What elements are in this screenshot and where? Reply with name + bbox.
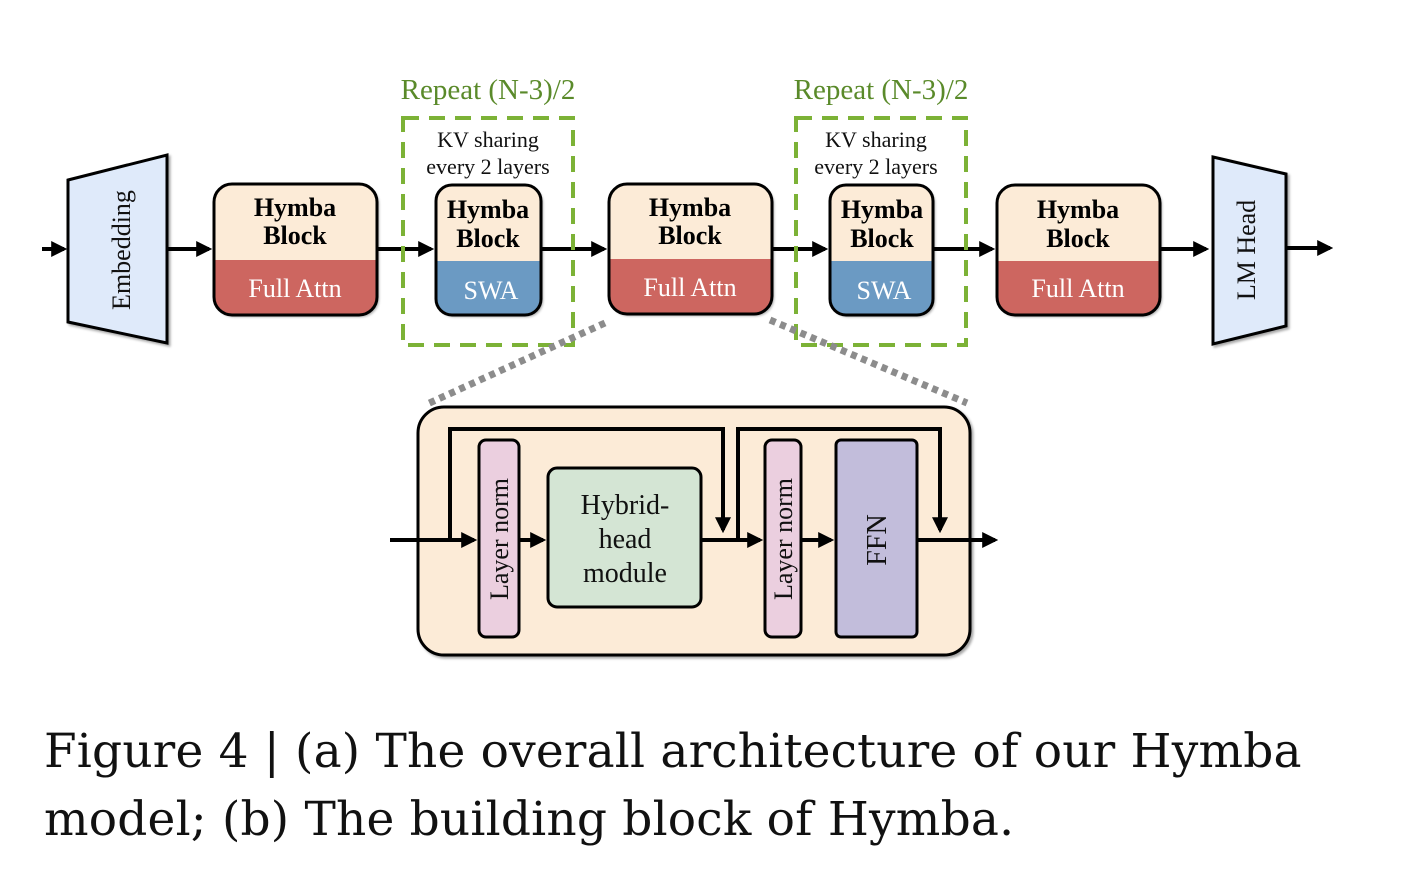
- block-title-line1: Hymba: [841, 195, 923, 224]
- block-title-line2: Block: [850, 224, 914, 253]
- attention-type-label: Full Attn: [1031, 274, 1124, 303]
- block-title-line1: Hymba: [649, 193, 731, 222]
- block-title-line2: Block: [1046, 224, 1110, 253]
- residual-skip-2: [736, 427, 948, 540]
- hymba-block-3: Hymba Block Full Attn: [607, 182, 774, 316]
- embedding-layer: Embedding: [66, 153, 169, 345]
- residual-skip-1: [448, 427, 731, 540]
- block-title-line1: Hymba: [254, 193, 336, 222]
- ffn-module: [834, 438, 919, 639]
- caption-line-1: Figure 4 | (a) The overall architecture …: [44, 724, 1302, 779]
- full-attn-section: [997, 261, 1160, 315]
- repeat-label-2: Repeat (N-3)/2: [794, 74, 969, 106]
- layer-norm-1-label: Layer norm: [485, 478, 514, 600]
- kv-sharing-note-2-line2: every 2 layers: [814, 154, 937, 179]
- embedding-trapezoid: [66, 153, 169, 345]
- hybrid-label-line3: module: [583, 558, 667, 589]
- caption-line-2: model; (b) The building block of Hymba.: [44, 792, 1015, 847]
- building-block-detail: Layer norm Hybrid- head module Layer nor…: [390, 405, 999, 657]
- zoom-connector-right: [768, 316, 969, 407]
- zoom-connector-left: [423, 319, 607, 409]
- zoom-connectors: [423, 316, 969, 409]
- repeat-dashed-box-2: [794, 116, 968, 347]
- swa-section: [436, 261, 541, 315]
- lm-head-layer: LM Head: [1211, 155, 1288, 346]
- swa-section: [830, 261, 933, 315]
- repeat-label-1: Repeat (N-3)/2: [401, 74, 576, 106]
- full-attn-section: [214, 260, 377, 315]
- kv-sharing-note-2-line1: KV sharing: [825, 127, 927, 152]
- hymba-block-4: Hymba Block SWA: [828, 183, 935, 317]
- figure-caption: Figure 4 | (a) The overall architecture …: [44, 718, 1302, 854]
- lm-head-label: LM Head: [1232, 200, 1261, 300]
- attention-type-label: Full Attn: [248, 274, 341, 303]
- repeat-group-2: Repeat (N-3)/2 KV sharing every 2 layers: [794, 74, 969, 347]
- hymba-architecture-diagram: Embedding Repeat (N-3)/2 KV sharing ever…: [42, 74, 1334, 657]
- hymba-block-1: Hymba Block Full Attn: [212, 182, 379, 317]
- kv-sharing-note-1-line1: KV sharing: [437, 127, 539, 152]
- block-title-line2: Block: [456, 224, 520, 253]
- block-title-line1: Hymba: [447, 195, 529, 224]
- kv-sharing-note-1-line2: every 2 layers: [426, 154, 549, 179]
- hymba-block-2: Hymba Block SWA: [434, 183, 543, 317]
- hybrid-head-module: [546, 466, 703, 609]
- hybrid-label-line1: Hybrid-: [581, 490, 670, 521]
- layer-norm-1: [477, 438, 521, 639]
- lm-head-trapezoid: [1211, 155, 1288, 346]
- layer-norm-2-label: Layer norm: [769, 478, 798, 600]
- attention-type-label: Full Attn: [643, 273, 736, 302]
- attention-type-label: SWA: [857, 276, 912, 305]
- attention-type-label: SWA: [464, 276, 519, 305]
- block-title-line2: Block: [263, 221, 327, 250]
- block-title-line1: Hymba: [1037, 195, 1119, 224]
- hybrid-label-line2: head: [599, 524, 652, 555]
- block-title-line2: Block: [658, 221, 722, 250]
- hymba-block-5: Hymba Block Full Attn: [995, 183, 1162, 317]
- full-attn-section: [609, 259, 772, 314]
- repeat-dashed-box-1: [401, 116, 575, 347]
- layer-norm-2: [763, 438, 803, 639]
- embedding-label: Embedding: [107, 190, 136, 310]
- ffn-label: FFN: [862, 514, 893, 565]
- repeat-group-1: Repeat (N-3)/2 KV sharing every 2 layers: [401, 74, 576, 347]
